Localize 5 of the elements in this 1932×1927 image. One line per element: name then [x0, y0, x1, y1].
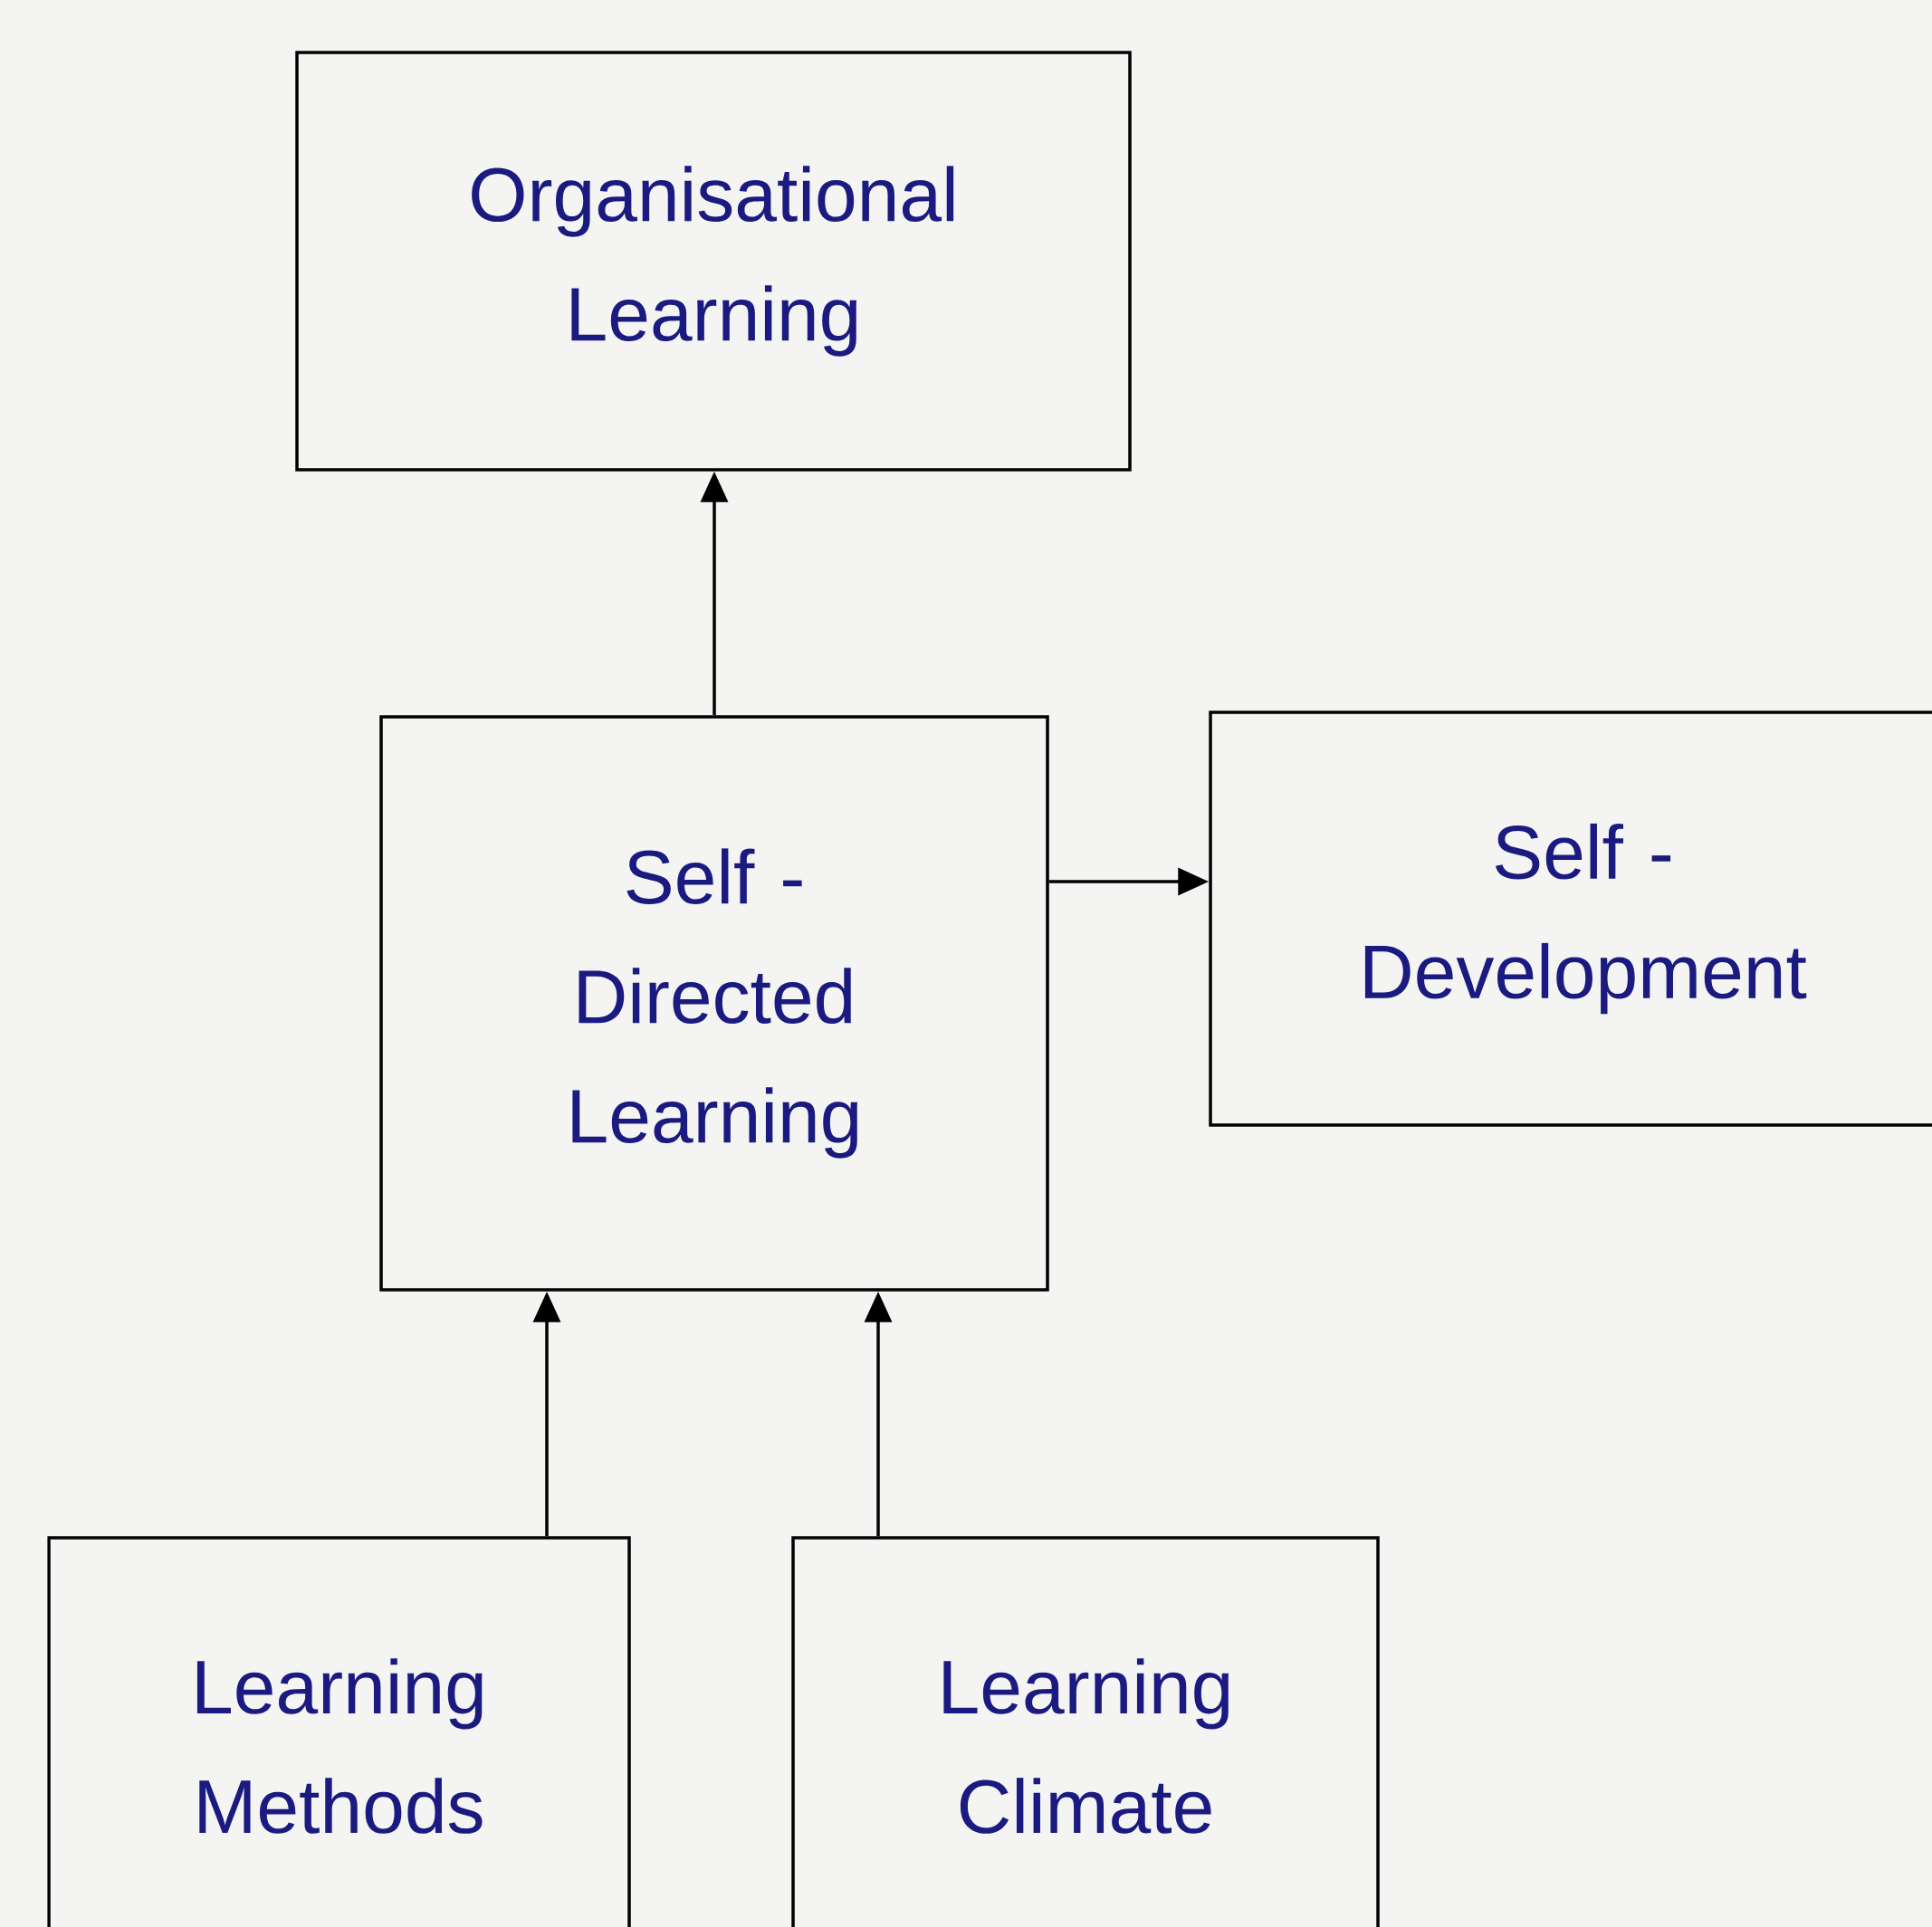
box: Organisational Learning: [295, 51, 1132, 472]
box: Self - Development: [1209, 711, 1932, 1127]
box: Learning Methods: [47, 1536, 631, 1927]
box: Self - Directed Learning: [379, 715, 1049, 1292]
box: Learning Climate: [791, 1536, 1380, 1927]
